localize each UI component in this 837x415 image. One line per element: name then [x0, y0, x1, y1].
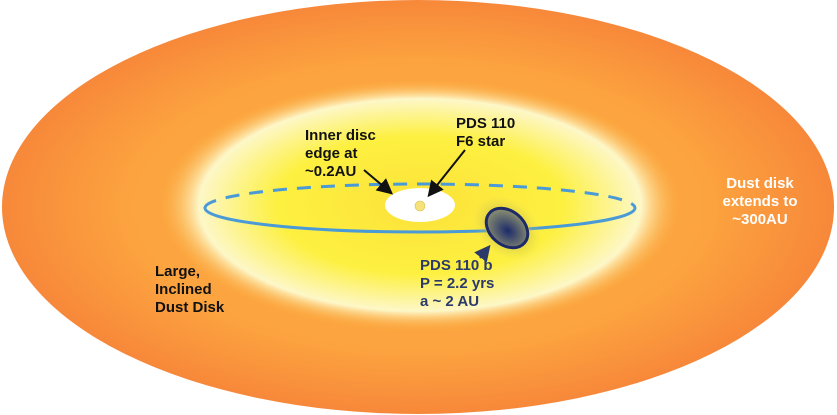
svg-text:a ~ 2 AU: a ~ 2 AU [420, 293, 479, 310]
star-arrow [427, 149, 466, 198]
svg-text:edge at: edge at [305, 145, 358, 162]
inner-edge-arrow [363, 169, 394, 195]
inner-edge-label: Inner disc edge at ~0.2AU [305, 127, 376, 180]
extent-label: Dust disk extends to ~300AU [722, 175, 797, 228]
svg-text:extends to: extends to [722, 193, 797, 210]
svg-text:Inclined: Inclined [155, 281, 212, 298]
svg-text:P = 2.2 yrs: P = 2.2 yrs [420, 275, 494, 292]
planet-arrow [474, 244, 491, 263]
svg-text:~0.2AU: ~0.2AU [305, 163, 356, 180]
svg-text:Large,: Large, [155, 263, 200, 280]
svg-text:Dust disk: Dust disk [726, 175, 794, 192]
svg-text:~300AU: ~300AU [732, 211, 787, 228]
star-icon [414, 200, 426, 212]
svg-text:PDS 110: PDS 110 [456, 115, 515, 132]
planet-label: PDS 110 b P = 2.2 yrs a ~ 2 AU [420, 257, 494, 310]
orbit-front [203, 207, 637, 234]
disk-label: Large, Inclined Dust Disk [155, 263, 225, 316]
svg-text:Inner disc: Inner disc [305, 127, 376, 144]
svg-text:PDS 110 b: PDS 110 b [420, 257, 493, 274]
svg-text:Dust Disk: Dust Disk [155, 299, 225, 316]
star-label: PDS 110 F6 star [456, 115, 515, 150]
svg-text:F6 star: F6 star [456, 133, 505, 150]
orbit-back-dashed [203, 182, 637, 209]
planet-icon [472, 195, 542, 261]
